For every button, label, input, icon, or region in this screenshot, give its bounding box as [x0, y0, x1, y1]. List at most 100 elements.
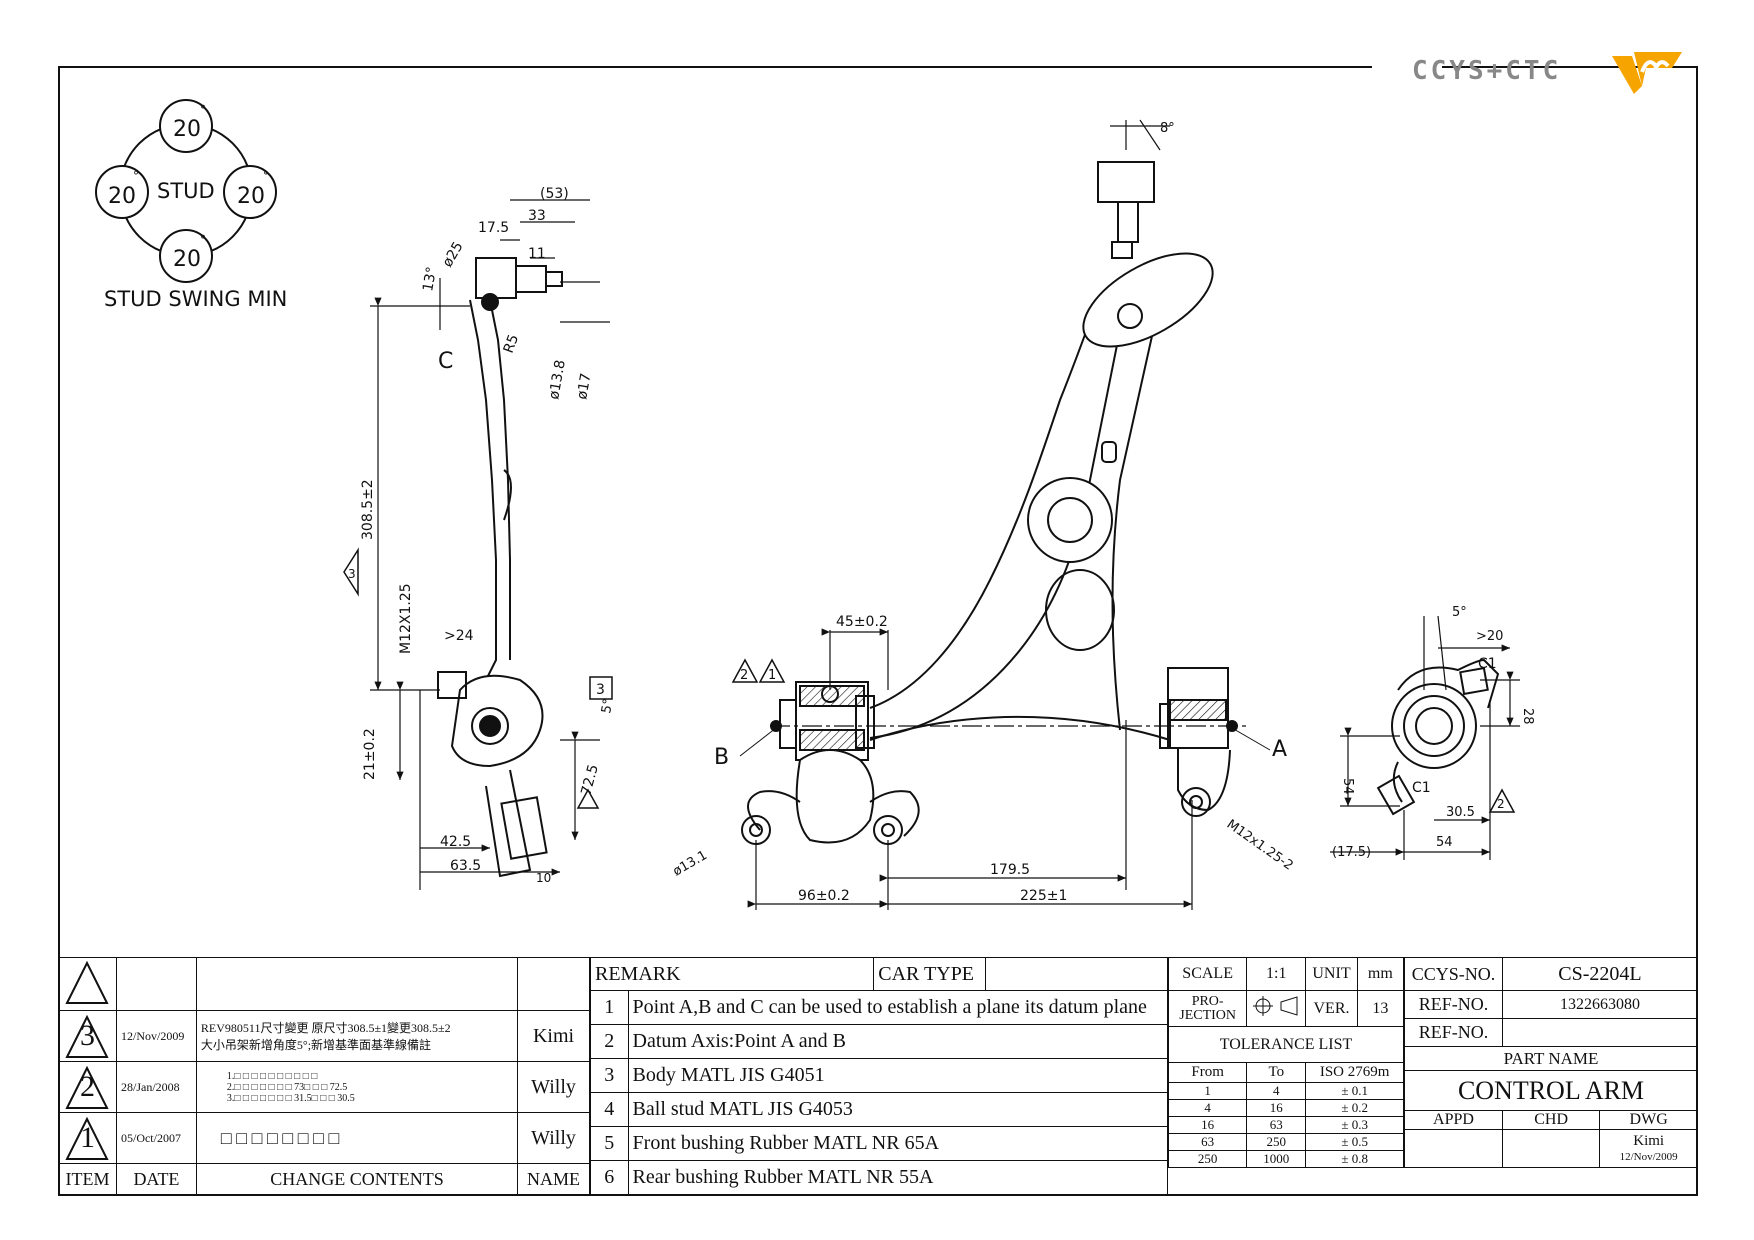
chd-value — [1501, 1129, 1601, 1168]
tol-value: ± 0.8 — [1305, 1150, 1404, 1168]
remark-text-5: Front bushing Rubber MATL NR 65A — [627, 1126, 1169, 1161]
tolerance-title: TOLERANCE LIST — [1168, 1026, 1404, 1063]
end-dim-54-vertical: 54 — [1340, 778, 1355, 795]
drawer-name: Kimi — [1633, 1132, 1665, 1149]
rev-name-3: Kimi — [517, 1010, 590, 1063]
remark-no-6: 6 — [590, 1160, 629, 1195]
stud-swing-bottom: 20 — [173, 247, 201, 272]
leader-b — [739, 727, 777, 757]
point-c-label: C — [438, 349, 453, 374]
point-a-label: A — [1272, 737, 1287, 762]
dim-dia25: ø25 — [440, 239, 467, 270]
degree-mark-top: ° — [200, 103, 206, 117]
projection-symbol — [1246, 990, 1307, 1027]
tol-to: 1000 — [1246, 1150, 1307, 1168]
dim-angle-5: 5° — [599, 698, 616, 715]
drawn-date: 12/Nov/2009 — [1619, 1150, 1678, 1163]
scale-label: SCALE — [1167, 957, 1248, 991]
dim-72-5: 72.5 — [578, 763, 602, 797]
dim-m12: M12X1.25 — [398, 583, 414, 654]
front-view-part — [741, 161, 1238, 845]
dim-m12-front: M12x1.25-2 — [1224, 817, 1296, 874]
part-name: CONTROL ARM — [1404, 1070, 1698, 1111]
ref-no-label: REF-NO. — [1404, 990, 1503, 1019]
dim-42-5: 42.5 — [440, 834, 471, 850]
rev-date-2: 28/Jan/2008 — [115, 1061, 197, 1114]
tol-header-from: From — [1167, 1062, 1248, 1083]
dim-angle-13: 13° — [420, 265, 440, 292]
tol-from: 63 — [1167, 1133, 1248, 1151]
dim-dia17: ø17 — [574, 372, 594, 401]
logo-mark-icon — [1612, 52, 1682, 94]
tol-to: 16 — [1246, 1099, 1307, 1117]
stud-swing-left: 20 — [108, 184, 136, 209]
revision-table: 3 12/Nov/2009 REV980511尺寸變更 原尺寸308.5±1變更… — [58, 956, 590, 1195]
tri-label-3: 3 — [348, 567, 356, 581]
rev-date-1: 05/Oct/2007 — [115, 1112, 197, 1165]
revision-triangle-icon — [65, 960, 109, 1004]
appd-value — [1404, 1129, 1503, 1168]
dim-11: 11 — [528, 246, 546, 262]
dim-308-5: 308.5±2 — [360, 479, 376, 540]
dim-gt24: >24 — [444, 628, 474, 644]
rev-item-2: 2 — [58, 1061, 117, 1114]
dim-225: 225±1 — [1020, 888, 1067, 904]
end-dim-c1-top: C1 — [1478, 656, 1497, 672]
stud-swing-top: 20 — [173, 117, 201, 142]
dim-dia13-1: ø13.1 — [671, 848, 710, 879]
remark-no-1: 1 — [590, 990, 629, 1025]
dim-21: 21±0.2 — [362, 728, 378, 780]
ver-value: 13 — [1356, 990, 1405, 1027]
dim-r5: R5 — [501, 332, 522, 355]
car-type-label: CAR TYPE — [873, 957, 987, 991]
side-view-dimension-lines — [370, 199, 610, 890]
remark-no-2: 2 — [590, 1024, 629, 1059]
side-view-part — [437, 257, 563, 878]
tri-label-2-front: 2 — [740, 668, 748, 683]
revision-triangle-icon — [65, 1065, 109, 1110]
end-tri-label-2: 2 — [1497, 797, 1505, 811]
logo-text: CCYS+CTC — [1412, 56, 1562, 86]
tol-from: 4 — [1167, 1099, 1248, 1117]
projection-symbol-icon — [1253, 996, 1298, 1016]
tol-from: 250 — [1167, 1150, 1248, 1168]
end-dim-54-horizontal: 54 — [1436, 835, 1453, 850]
dim-53: (53) — [540, 186, 569, 202]
remark-text-4: Ball stud MATL JIS G4053 — [627, 1092, 1169, 1127]
revision-triangle-icon — [65, 1116, 109, 1161]
front-view-dimension-lines — [747, 119, 1250, 910]
header-name: NAME — [517, 1163, 590, 1195]
tol-header-to: To — [1246, 1062, 1307, 1083]
stud-swing-diagram — [95, 99, 277, 283]
frame-gap — [1372, 60, 1442, 72]
revision-triangle-icon — [65, 1014, 109, 1059]
scale-value: 1:1 — [1246, 957, 1307, 991]
end-datum-triangle — [1488, 788, 1516, 813]
end-dim-28: 28 — [1520, 708, 1535, 725]
ref-no-2-label: REF-NO. — [1404, 1018, 1503, 1047]
appd-label: APPD — [1404, 1110, 1503, 1130]
tol-value: ± 0.1 — [1305, 1082, 1404, 1100]
dim-179-5: 179.5 — [990, 862, 1030, 878]
rev-date-3: 12/Nov/2009 — [115, 1010, 197, 1063]
car-type-value — [985, 957, 1168, 991]
remark-text-6: Rear bushing Rubber MATL NR 55A — [627, 1160, 1169, 1195]
remark-no-3: 3 — [590, 1058, 629, 1093]
degree-mark-right: ° — [263, 169, 269, 183]
dim-63-5: 63.5 — [450, 858, 481, 874]
remark-text-1: Point A,B and C can be used to establish… — [627, 990, 1169, 1025]
tol-to: 63 — [1246, 1116, 1307, 1134]
leader-a — [1231, 727, 1271, 751]
rev-name-1: Willy — [517, 1112, 590, 1165]
rev-empty-cell — [58, 956, 117, 1012]
rev-item-3: 3 — [58, 1010, 117, 1063]
unit-label: UNIT — [1305, 957, 1358, 991]
end-dim-17-5: (17.5) — [1332, 845, 1371, 860]
dim-33: 33 — [528, 208, 546, 224]
ver-label: VER. — [1305, 990, 1358, 1027]
remark-no-4: 4 — [590, 1092, 629, 1127]
dim-10: 10 — [536, 871, 551, 885]
